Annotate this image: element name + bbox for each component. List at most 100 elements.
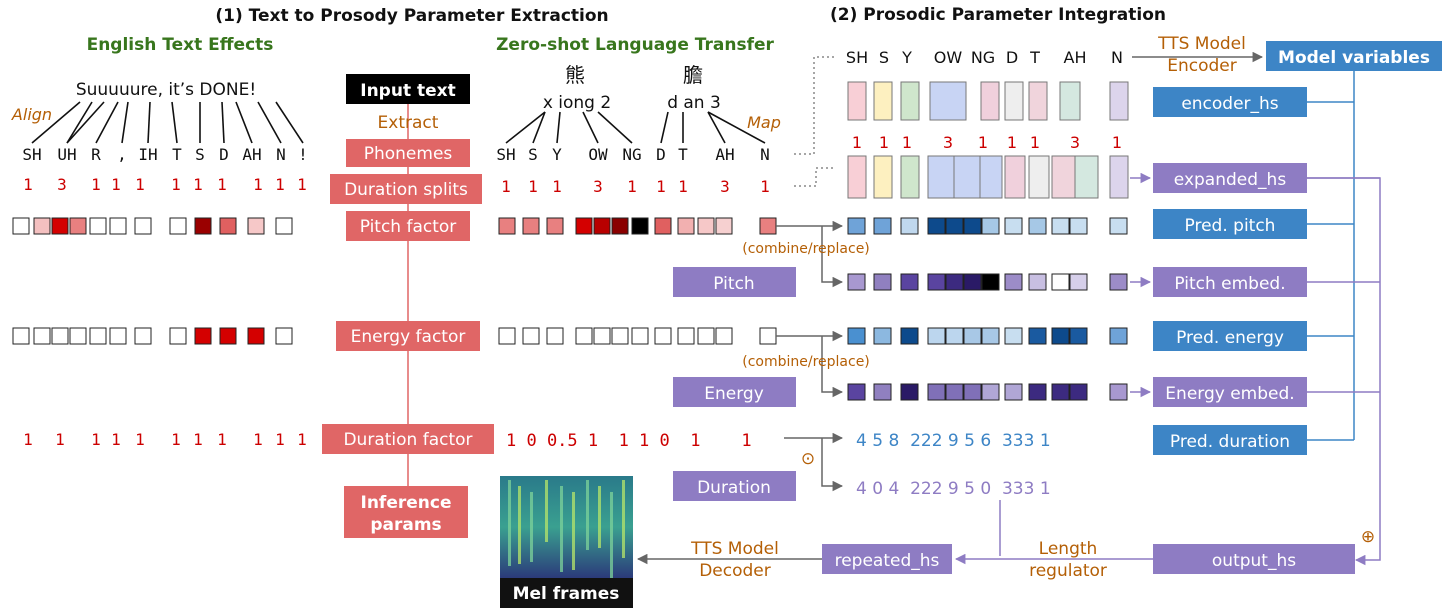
encoder-hs-block (1028, 81, 1048, 121)
expanded-hs-block (1028, 155, 1050, 199)
model-var-label: Pred. energy (1176, 328, 1284, 348)
encoder-hs-block (980, 81, 1000, 121)
integration-duration: 1 (879, 133, 889, 152)
pred-pitch-box (981, 217, 1000, 235)
zeroshot-phoneme: NG (622, 145, 641, 164)
pinyin-1: x iong 2 (543, 93, 611, 113)
mel-stripe (545, 480, 548, 542)
zeroshot-pitch-box (759, 217, 777, 235)
pred-energy-boxes (847, 327, 1128, 345)
align-line (275, 101, 304, 144)
encoder-hs-block (847, 81, 867, 121)
pred-energy-box (945, 327, 964, 345)
zeroshot-energy-box (575, 327, 593, 345)
zeroshot-energy-box (759, 327, 777, 345)
encoder-hs-block (1059, 81, 1081, 121)
integration-duration: 1 (902, 133, 912, 152)
english-duration: 1 (135, 175, 145, 194)
pitch-module-label: Pitch (713, 274, 754, 294)
mel-stripe (622, 480, 625, 558)
zeroshot-phoneme: SH (496, 145, 515, 164)
english-duration: 3 (57, 175, 67, 194)
integration-duration: 1 (1112, 133, 1122, 152)
english-pitch-box (194, 217, 212, 235)
mel-stripe (530, 492, 533, 562)
english-pitch-box (51, 217, 69, 235)
english-duration-factor: 1 (23, 430, 33, 449)
pitch-embed-box (981, 273, 1000, 291)
odot-operator: ⊙ (801, 449, 815, 469)
energy-embed-box (1069, 383, 1088, 401)
pitch-embed-box (873, 273, 892, 291)
zeroshot-duration: 1 (552, 177, 562, 196)
english-duration-factor: 1 (55, 430, 65, 449)
expanded-hs-blocks (847, 155, 1129, 199)
zeroshot-energy-boxes (498, 327, 777, 345)
energy-embed-box (945, 383, 964, 401)
english-energy-box (194, 327, 212, 345)
pred-pitch-box (873, 217, 892, 235)
zeroshot-pitch-box (697, 217, 715, 235)
english-duration: 1 (275, 175, 285, 194)
map-line (660, 111, 669, 144)
energy-embed-box (873, 383, 892, 401)
zeroshot-energy-box (611, 327, 629, 345)
pred-duration-values: 4 5 8 222 9 5 6 333 1 (856, 431, 1051, 451)
duration-module-label: Duration (697, 478, 771, 498)
map-line (707, 111, 766, 144)
oplus-operator: ⊕ (1361, 527, 1375, 547)
pitch-embed-box (927, 273, 946, 291)
energy-embed-box (1051, 383, 1070, 401)
align-line (66, 101, 105, 144)
zeroshot-energy-box (631, 327, 649, 345)
inference-params-box (344, 486, 468, 538)
english-heading: English Text Effects (87, 35, 274, 55)
english-phoneme: SH (22, 145, 41, 164)
chinese-char-2: 膽 (683, 63, 703, 87)
integration-duration: 1 (1030, 133, 1040, 152)
phonemes-box (346, 139, 470, 167)
zeroshot-duration: 1 (678, 177, 688, 196)
purple-trunk (1306, 177, 1381, 566)
integration-phoneme: SH (846, 48, 868, 67)
energy-factor-box (336, 321, 480, 351)
zeroshot-pitch-box (546, 217, 564, 235)
zeroshot-duration: 1 (627, 177, 637, 196)
english-energy-boxes (12, 327, 293, 345)
english-sentence: Suuuuure, it’s DONE! (76, 80, 256, 100)
english-phoneme: ! (298, 145, 308, 164)
zeroshot-energy-box (498, 327, 516, 345)
pred-pitch-box (847, 217, 866, 235)
mel-stripe (518, 486, 521, 564)
pred-pitch-box (1028, 217, 1047, 235)
model-var-label: expanded_hs (1174, 170, 1287, 190)
repeated-hs-label: repeated_hs (835, 551, 940, 571)
model-var-label: Pred. pitch (1185, 216, 1276, 236)
english-energy-box (69, 327, 87, 345)
align-line (31, 101, 81, 144)
pred-energy-box (873, 327, 892, 345)
english-duration: 1 (193, 175, 203, 194)
pitch-embed-line (821, 226, 844, 288)
english-energy-box (275, 327, 293, 345)
encoder-hs-block (873, 81, 893, 121)
dotted-connector-durations (794, 167, 834, 187)
english-duration-factor: 1 (217, 430, 227, 449)
zeroshot-phoneme: D (656, 145, 666, 164)
pred-energy-box (1109, 327, 1128, 345)
pinyin-2: d an 3 (667, 93, 721, 113)
english-duration-factor: 1 (135, 430, 145, 449)
map-line (707, 111, 726, 144)
model-var-box (1153, 163, 1307, 193)
pred-pitch-box (1069, 217, 1088, 235)
zeroshot-pitch-box (593, 217, 611, 235)
zeroshot-duration-factors: 1 0 0.5 1 1 1 0 1 1 (506, 431, 752, 451)
zeroshot-phoneme: S (528, 145, 538, 164)
energy-module-label: Energy (704, 384, 764, 404)
english-duration-factor: 1 (111, 430, 121, 449)
english-phoneme: IH (138, 145, 157, 164)
energy-embed-boxes (847, 383, 1128, 401)
